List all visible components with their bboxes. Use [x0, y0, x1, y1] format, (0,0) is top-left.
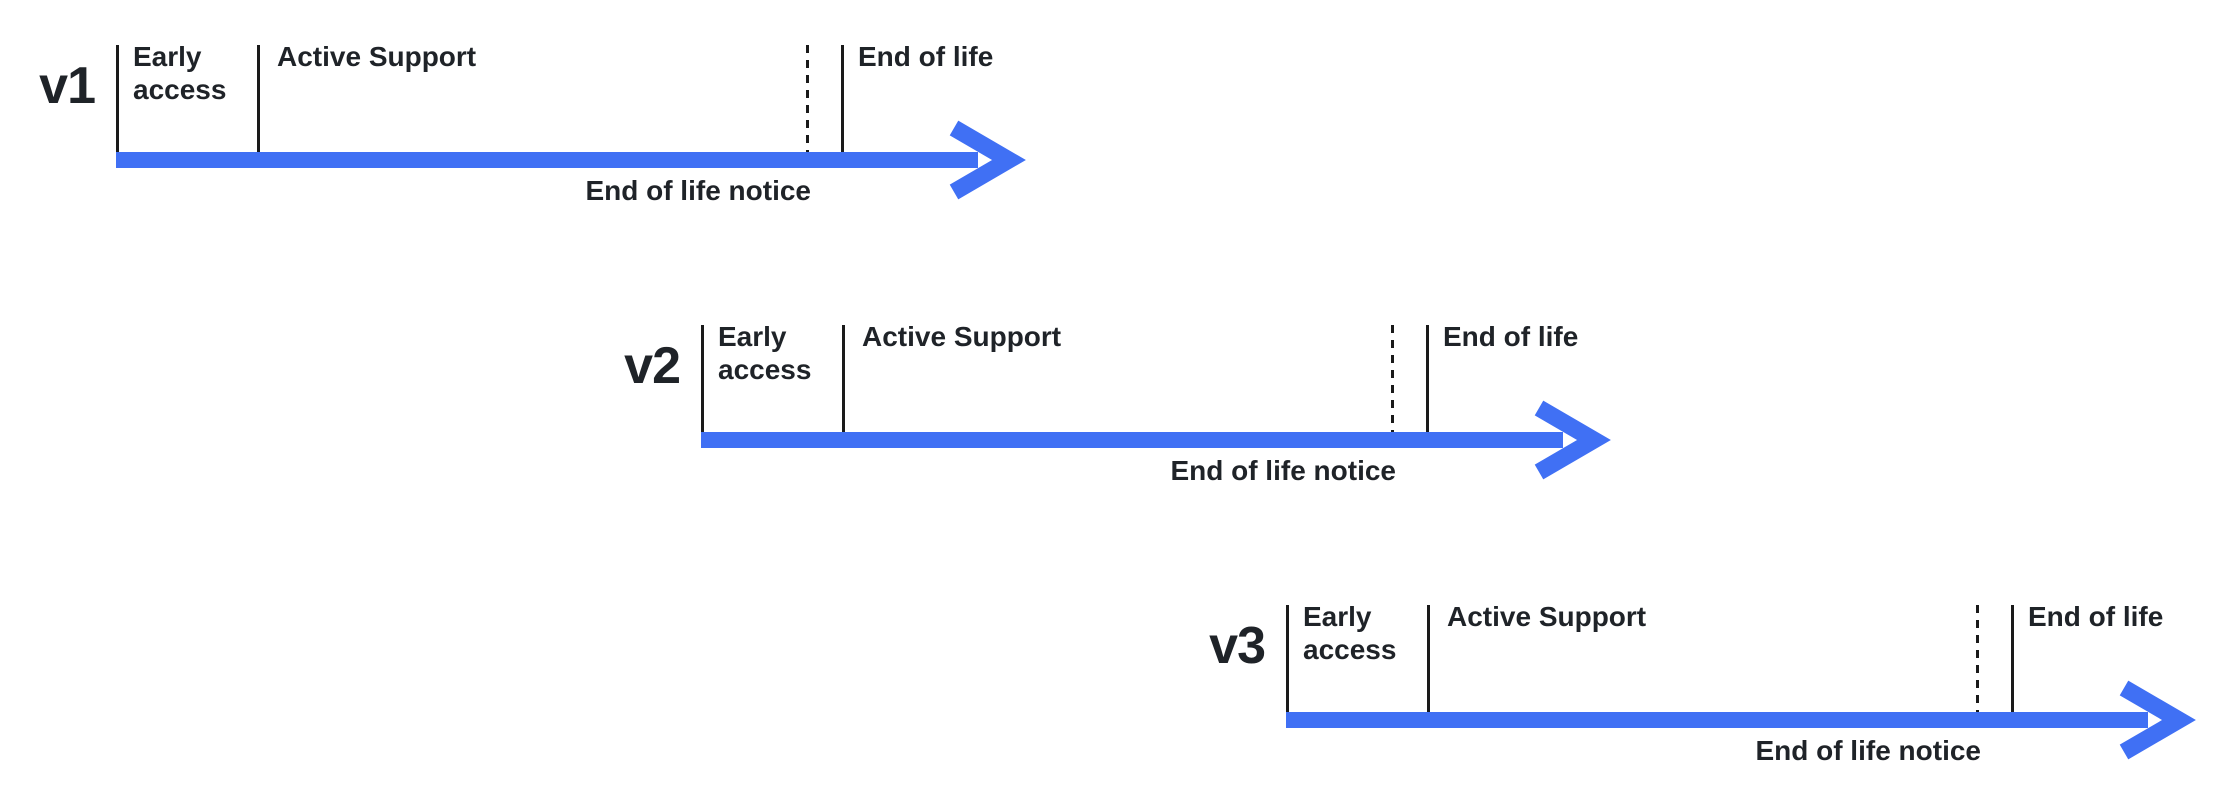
end-of-life-notice-label: End of life notice: [1170, 455, 1396, 486]
active-support-label: Active Support: [277, 41, 477, 72]
active-support-start-tick: [1427, 605, 1430, 712]
end-of-life-notice-dashed-line: [1976, 605, 1979, 712]
timeline-arrow-icon: [701, 400, 1611, 480]
end-of-life-tick: [841, 45, 844, 152]
end-of-life-notice-label: End of life notice: [1755, 735, 1981, 766]
active-support-label: Active Support: [1447, 601, 1647, 632]
end-of-life-tick: [2011, 605, 2014, 712]
end-of-life-tick: [1426, 325, 1429, 432]
active-support-start-tick: [257, 45, 260, 152]
early-access-start-tick: [701, 325, 704, 432]
early-access-label: Early access: [133, 41, 227, 105]
timeline-v2: v2 Early access Active Support End of li…: [585, 280, 1655, 500]
end-of-life-label: End of life: [1443, 321, 1579, 352]
version-label: v3: [1209, 617, 1266, 675]
end-of-life-notice-dashed-line: [806, 45, 809, 152]
early-access-start-tick: [116, 45, 119, 152]
end-of-life-label: End of life: [2028, 601, 2164, 632]
end-of-life-notice-dashed-line: [1391, 325, 1394, 432]
end-of-life-label: End of life: [858, 41, 994, 72]
timeline-arrow-icon: [1286, 680, 2196, 760]
end-of-life-notice-label: End of life notice: [585, 175, 811, 206]
timeline-v1: v1 Early access Active Support End of li…: [0, 0, 1070, 220]
early-access-label: Early access: [1303, 601, 1397, 665]
active-support-start-tick: [842, 325, 845, 432]
timeline-v3: v3 Early access Active Support End of li…: [1170, 560, 2228, 780]
early-access-start-tick: [1286, 605, 1289, 712]
timeline-arrow-icon: [116, 120, 1026, 200]
early-access-label: Early access: [718, 321, 812, 385]
version-label: v2: [624, 337, 681, 395]
version-label: v1: [39, 57, 96, 115]
active-support-label: Active Support: [862, 321, 1062, 352]
